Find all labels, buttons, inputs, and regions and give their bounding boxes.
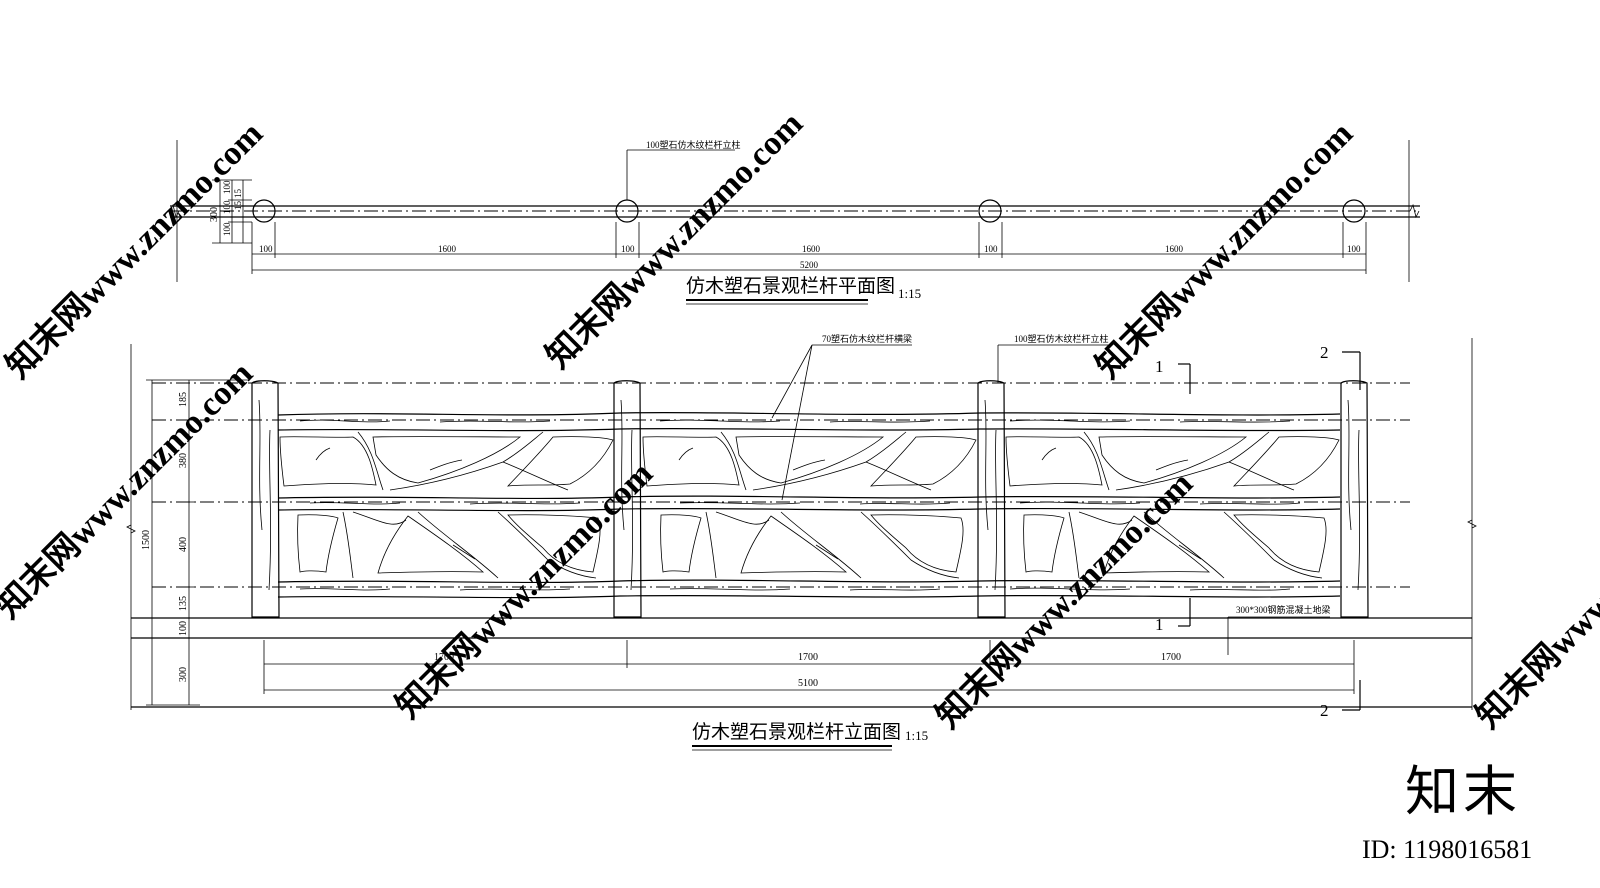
plan-post-note: 100塑石仿木纹栏杆立柱 (646, 139, 741, 150)
elevation-dims-horizontal: 1700 1700 1700 5100 (263, 640, 1355, 694)
plan-post (1342, 199, 1366, 223)
elev-dim-total: 5100 (798, 678, 818, 689)
svg-text:1: 1 (1155, 615, 1164, 634)
beam-note: 70塑石仿木纹栏杆横梁 (822, 333, 912, 344)
watermark-text: 知末网www.znzmo.com (0, 114, 270, 385)
elev-dim-v: 300 (178, 667, 189, 682)
elev-dim-v: 380 (178, 453, 189, 468)
elevation-view: 70塑石仿木纹栏杆横梁 100塑石仿木纹栏杆立柱 300*300钢筋混凝土地梁 … (126, 333, 1477, 751)
bay-infill (642, 431, 977, 579)
plan-dim: 1600 (438, 244, 457, 254)
beam-bottom (277, 579, 1341, 599)
elev-dim-v: 135 (178, 596, 189, 611)
plan-dim-total: 5200 (800, 260, 819, 270)
plan-dim-v: 100 (222, 200, 232, 214)
plan-dim: 100 (984, 244, 998, 254)
elevation-posts (251, 380, 1369, 618)
image-id: ID: 1198016581 (1362, 835, 1532, 864)
watermark-text: 知末网www.znzmo.com (1469, 464, 1600, 735)
plan-post (252, 199, 276, 223)
section-mark-2: 2 2 (1320, 343, 1361, 720)
elevation-dims-vertical: 185 380 400 135 100 300 1500 (141, 379, 250, 706)
svg-text:1: 1 (1155, 357, 1164, 376)
svg-text:2: 2 (1320, 701, 1329, 720)
elev-dim-v: 185 (178, 392, 189, 407)
plan-dim-v: 100 (222, 222, 232, 236)
elevation-scale: 1:15 (905, 728, 928, 743)
elev-dim-v: 400 (178, 537, 189, 552)
watermark-text: 知末网www.znzmo.com (0, 354, 260, 625)
plan-dim: 100 (1347, 244, 1361, 254)
elevation-post (251, 380, 280, 618)
plan-post (978, 199, 1002, 223)
elevation-post (1340, 380, 1369, 618)
plan-dim-v: 15 (233, 201, 243, 211)
elev-dim-height-total: 1500 (141, 530, 152, 550)
elev-dim-span: 1700 (798, 652, 818, 663)
plan-dim: 1600 (802, 244, 821, 254)
plan-dims: 100 1600 100 1600 100 1600 100 5200 (251, 222, 1367, 274)
section-mark-1: 1 1 (1155, 357, 1191, 634)
elevation-title: 仿木塑石景观栏杆立面图 (692, 721, 901, 743)
elevation-post (613, 380, 642, 618)
elevation-post-note: 100塑石仿木纹栏杆立柱 (1014, 333, 1109, 344)
ground-beam-note: 300*300钢筋混凝土地梁 (1236, 604, 1331, 615)
beam-middle (277, 495, 1341, 512)
elev-dim-span: 1700 (434, 652, 454, 663)
plan-dim: 100 (259, 244, 273, 254)
brand-logo: 知末 (1405, 762, 1521, 822)
plan-scale: 1:15 (898, 286, 921, 301)
elev-dim-v: 100 (178, 621, 189, 636)
plan-dim-v: 15 (233, 189, 243, 199)
plan-dim-v: 300 (209, 207, 220, 222)
plan-dim: 1600 (1165, 244, 1184, 254)
plan-view: 100塑石仿木纹栏杆立柱 100 1600 100 1600 100 1600 … (169, 139, 1420, 305)
plan-dim-v: 100 (222, 180, 232, 194)
beam-top (277, 411, 1341, 432)
elevation-post (977, 380, 1006, 618)
plan-dims-vertical: 300 100 100 100 15 15 (209, 179, 252, 244)
watermark-text: 知末网www.znzmo.com (929, 464, 1200, 735)
plan-dim: 100 (621, 244, 635, 254)
elev-dim-span: 1700 (1161, 652, 1181, 663)
plan-title: 仿木塑石景观栏杆平面图 (686, 275, 895, 297)
svg-text:2: 2 (1320, 343, 1329, 362)
